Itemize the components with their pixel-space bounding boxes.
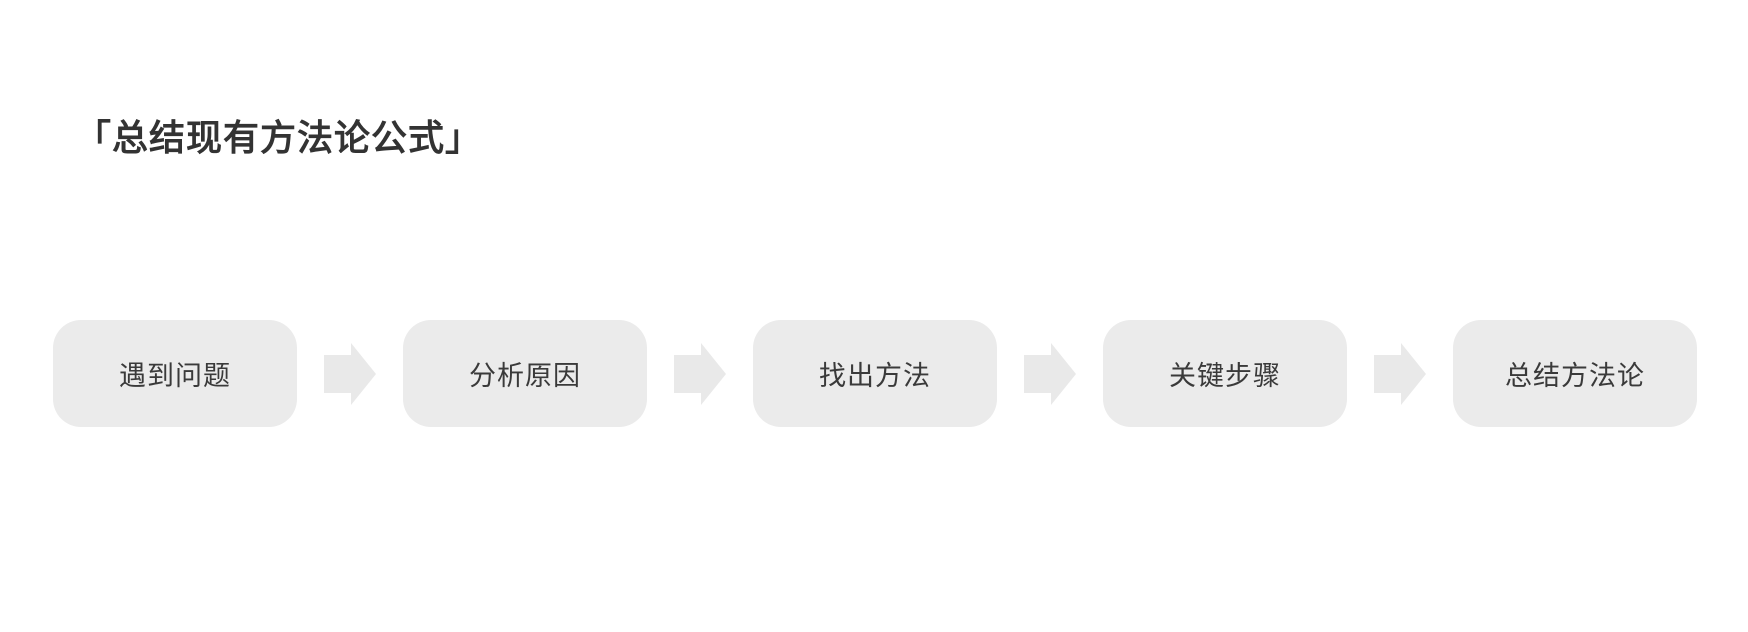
flow-connector (297, 320, 403, 427)
right-arrow-icon (1374, 342, 1426, 405)
flow-step-label: 找出方法 (819, 361, 931, 391)
right-arrow-icon (1024, 342, 1076, 405)
flow-connector (647, 320, 753, 427)
flow-step-box: 关键步骤 (1103, 320, 1347, 427)
flow-step-box: 分析原因 (403, 320, 647, 427)
page-title: 「总结现有方法论公式」 (75, 117, 483, 158)
flow-step-label: 分析原因 (469, 361, 581, 391)
flow-step-box: 遇到问题 (53, 320, 297, 427)
right-arrow-icon (674, 342, 726, 405)
flow-step-box: 找出方法 (753, 320, 997, 427)
flow-step-label: 总结方法论 (1505, 361, 1645, 391)
flow-connector (1347, 320, 1453, 427)
flow-step-label: 关键步骤 (1169, 361, 1281, 391)
flow-step-label: 遇到问题 (119, 361, 231, 391)
methodology-flowchart: 遇到问题 分析原因 找出方法 关键步骤 总结方法论 (53, 320, 1697, 427)
right-arrow-icon (324, 342, 376, 405)
flow-step-box: 总结方法论 (1453, 320, 1697, 427)
flow-connector (997, 320, 1103, 427)
